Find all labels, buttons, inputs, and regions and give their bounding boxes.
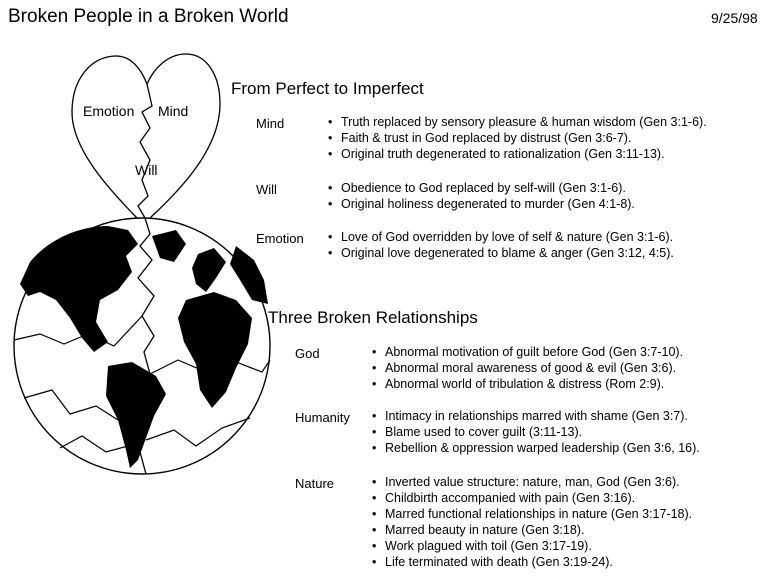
list-item: Blame used to cover guilt (3:11-13). bbox=[372, 424, 700, 440]
will-bullet-list: Obedience to God replaced by self-will (… bbox=[328, 180, 635, 212]
heart-will-label: Will bbox=[135, 162, 158, 178]
mind-bullet-list: Truth replaced by sensory pleasure & hum… bbox=[328, 114, 707, 162]
list-item: Obedience to God replaced by self-will (… bbox=[328, 180, 635, 196]
category-label-mind: Mind bbox=[256, 116, 285, 131]
list-item: Marred beauty in nature (Gen 3:18). bbox=[372, 522, 692, 538]
list-item: Truth replaced by sensory pleasure & hum… bbox=[328, 114, 707, 130]
heart-emotion-label: Emotion bbox=[83, 103, 134, 119]
list-item: Life terminated with death (Gen 3:19-24)… bbox=[372, 554, 692, 570]
category-label-emotion: Emotion bbox=[256, 231, 304, 246]
list-item: Inverted value structure: nature, man, G… bbox=[372, 474, 692, 490]
list-item: Marred functional relationships in natur… bbox=[372, 506, 692, 522]
section-heading-three-broken-relationships: Three Broken Relationships bbox=[268, 308, 478, 327]
broken-heart-icon: Emotion Mind Will bbox=[71, 53, 221, 219]
category-label-nature: Nature bbox=[295, 476, 335, 491]
list-item: Abnormal motivation of guilt before God … bbox=[372, 344, 683, 360]
list-item: Rebellion & oppression warped leadership… bbox=[372, 440, 700, 456]
list-item: Abnormal moral awareness of good & evil … bbox=[372, 360, 683, 376]
heart-mind-label: Mind bbox=[158, 103, 188, 119]
cracked-globe-icon bbox=[13, 217, 271, 475]
emotion-bullet-list: Love of God overridden by love of self &… bbox=[328, 229, 674, 261]
list-item: Original holiness degenerated to murder … bbox=[328, 196, 635, 212]
date-stamp: 9/25/98 bbox=[711, 10, 758, 26]
humanity-bullet-list: Intimacy in relationships marred with sh… bbox=[372, 408, 700, 456]
list-item: Faith & trust in God replaced by distrus… bbox=[328, 130, 707, 146]
list-item: Original love degenerated to blame & ang… bbox=[328, 245, 674, 261]
list-item: Love of God overridden by love of self &… bbox=[328, 229, 674, 245]
category-label-will: Will bbox=[256, 182, 277, 197]
section-heading-perfect-to-imperfect: From Perfect to Imperfect bbox=[231, 79, 424, 98]
page-title: Broken People in a Broken World bbox=[8, 6, 289, 27]
list-item: Original truth degenerated to rationaliz… bbox=[328, 146, 707, 162]
category-label-humanity: Humanity bbox=[295, 410, 350, 425]
list-item: Childbirth accompanied with pain (Gen 3:… bbox=[372, 490, 692, 506]
category-label-god: God bbox=[295, 346, 320, 361]
list-item: Work plagued with toil (Gen 3:17-19). bbox=[372, 538, 692, 554]
list-item: Abnormal world of tribulation & distress… bbox=[372, 376, 683, 392]
god-bullet-list: Abnormal motivation of guilt before God … bbox=[372, 344, 683, 392]
nature-bullet-list: Inverted value structure: nature, man, G… bbox=[372, 474, 692, 570]
list-item: Intimacy in relationships marred with sh… bbox=[372, 408, 700, 424]
